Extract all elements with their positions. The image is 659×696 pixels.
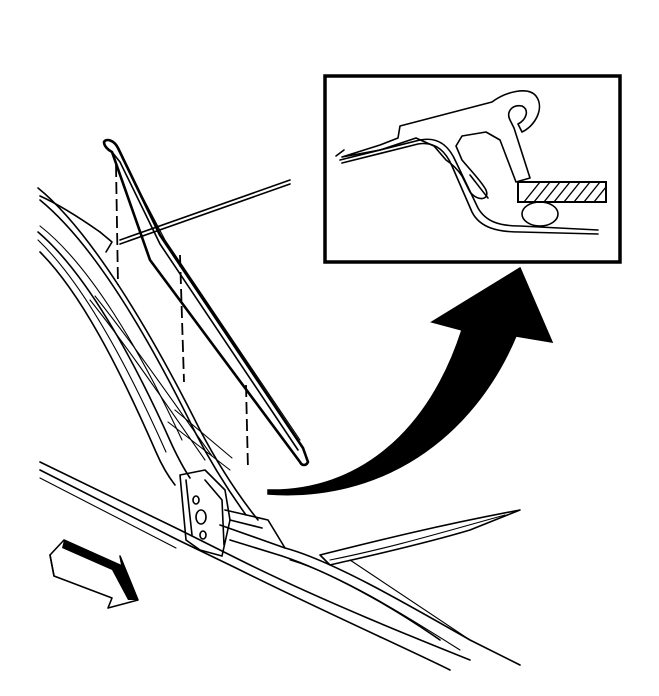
vehicle-body-outline xyxy=(37,179,521,671)
alignment-lines xyxy=(115,164,249,471)
cross-section-detail-inset xyxy=(323,74,622,264)
pillar-molding xyxy=(102,138,310,467)
vehicle-front-direction-arrow xyxy=(49,539,139,609)
detail-callout-arrow xyxy=(267,266,554,496)
